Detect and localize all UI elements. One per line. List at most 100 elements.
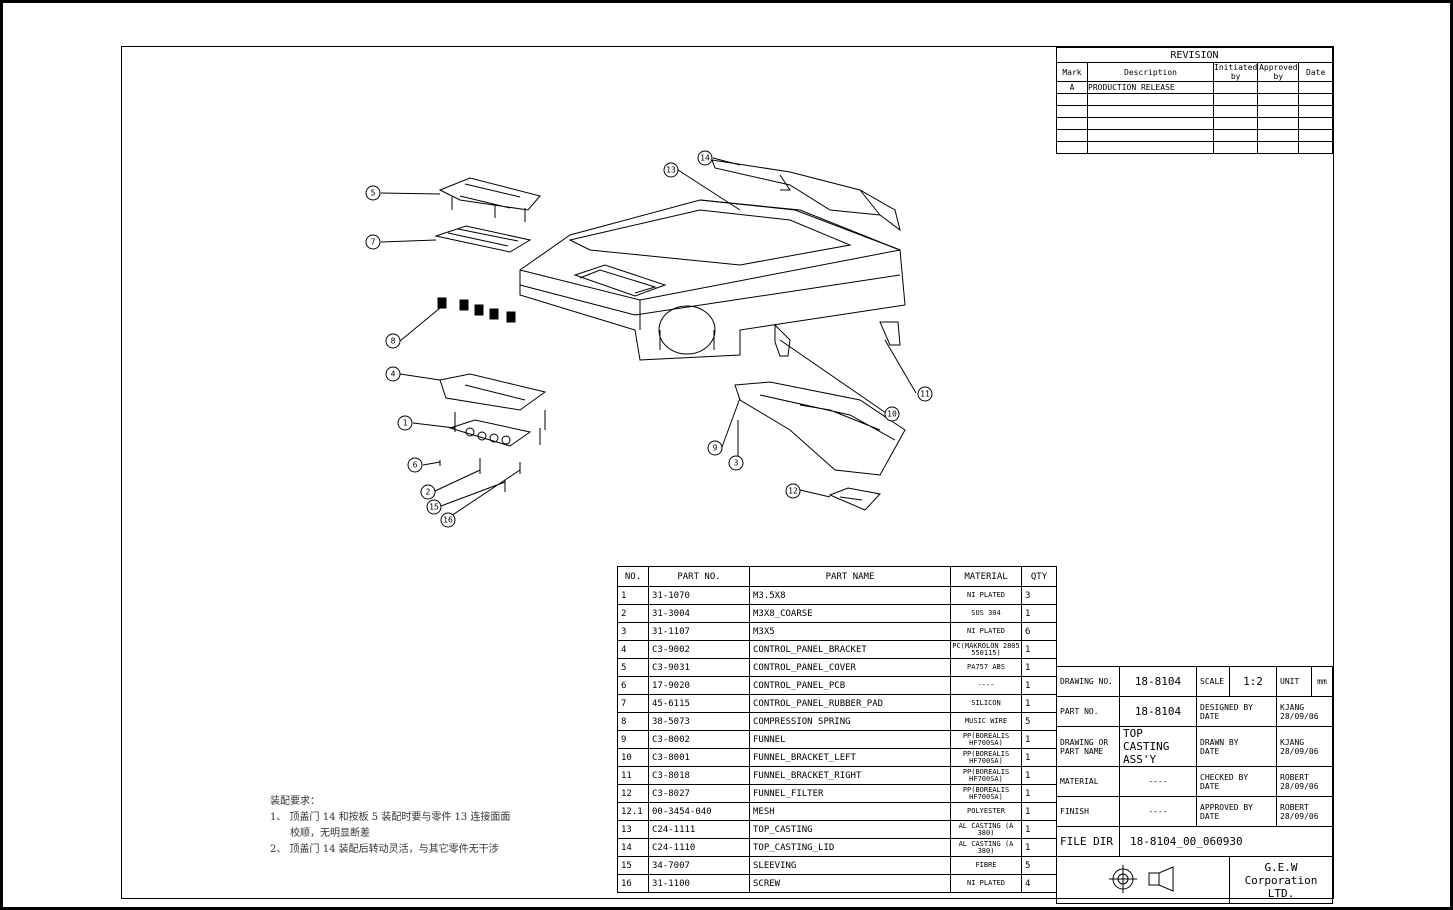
parts-header-no: NO. [617,566,649,587]
parts-name: CONTROL_PANEL_BRACKET [749,640,951,659]
note-2: 2、 顶盖门 14 装配后转动灵活，与其它零件无干涉 [270,844,499,855]
item-balloon: 8 [385,333,401,349]
funnel-filter [828,487,881,511]
item-balloon: 1 [397,415,413,431]
tb-approved-date-label: DATE [1200,811,1220,821]
parts-name: FUNNEL [749,730,951,749]
parts-material: SILICON [950,694,1022,713]
parts-material: PP(BOREALIS HF700SA) [950,730,1022,749]
parts-qty: 1 [1021,802,1057,821]
parts-qty: 1 [1021,838,1057,857]
parts-material: PP(BOREALIS HF700SA) [950,766,1022,785]
tb-drawn-by: KJANG [1280,737,1305,747]
drawing-inner-border [121,46,1334,899]
revision-initiated [1212,141,1259,154]
parts-part-no: 00-3454-040 [648,802,750,821]
revision-table: REVISION Mark Description Initiated by A… [1056,47,1333,154]
parts-name: TOP_CASTING [749,820,951,839]
parts-qty: 6 [1021,622,1057,641]
tb-company: G.E.W Corporation LTD. [1229,856,1333,904]
tb-checked-date-label: DATE [1200,781,1220,791]
parts-qty: 5 [1021,856,1057,875]
revision-initiated [1212,117,1259,130]
item-balloon-label: 2 [426,488,431,497]
tb-part-no: 18-8104 [1119,696,1197,727]
funnel-bracket-right [879,321,901,346]
top-casting [519,199,906,361]
notes-heading: 装配要求： [270,796,320,807]
parts-material: PA757 ABS [950,658,1022,677]
rev-header-date: Date [1298,62,1333,82]
item-balloon: 9 [707,440,723,456]
item-balloon: 14 [697,150,713,166]
parts-material: ---- [950,676,1022,695]
compression-springs [437,297,516,323]
parts-name: MESH [749,802,951,821]
parts-part-no: C3-9002 [648,640,750,659]
item-balloon: 10 [884,406,900,422]
item-balloon: 15 [426,499,442,515]
parts-name: CONTROL_PANEL_RUBBER_PAD [749,694,951,713]
parts-name: COMPRESSION SPRING [749,712,951,731]
tb-part-name: TOP CASTING ASS'Y [1119,726,1197,767]
parts-name: SCREW [749,874,951,893]
tb-drawing-no-label: DRAWING NO. [1056,666,1120,697]
parts-no: 16 [617,874,649,893]
control-panel-cover [438,177,541,211]
tb-material: ---- [1119,766,1197,797]
tb-finish-label: FINISH [1056,796,1120,827]
tb-material-label: MATERIAL [1056,766,1120,797]
item-balloon: 12 [785,483,801,499]
revision-row [1056,117,1333,130]
parts-name: TOP_CASTING_LID [749,838,951,857]
revision-initiated [1212,93,1259,106]
tb-checked-by-label: CHECKED BY [1200,772,1249,782]
parts-qty: 1 [1021,658,1057,677]
parts-no: 4 [617,640,649,659]
item-balloon-label: 9 [713,444,718,453]
tb-scale-label: SCALE [1196,666,1230,697]
tb-part-name-label: DRAWING OR PART NAME [1056,726,1120,767]
parts-no: 3 [617,622,649,641]
tb-approved-by: ROBERT [1280,802,1309,812]
parts-part-no: 31-1107 [648,622,750,641]
revision-approved [1257,105,1300,118]
tb-approved-date: 28/09/06 [1280,811,1319,821]
revision-row [1056,105,1333,118]
parts-no: 6 [617,676,649,695]
parts-part-no: C3-9031 [648,658,750,677]
note-1-cont: 校顺，无明显断差 [290,828,370,839]
tb-designed-by-label: DESIGNED BY [1200,702,1253,712]
revision-date [1298,129,1333,142]
item-balloon: 13 [663,162,679,178]
revision-row [1056,141,1333,154]
parts-qty: 5 [1021,712,1057,731]
parts-no: 12.1 [617,802,649,821]
revision-approved [1257,141,1300,154]
item-balloon-label: 5 [371,189,376,198]
revision-initiated [1212,129,1259,142]
tb-drawn-by-label: DRAWN BY [1200,737,1239,747]
parts-no: 11 [617,766,649,785]
tb-unit-label: UNIT [1276,666,1312,697]
item-balloon-label: 3 [734,459,739,468]
rev-header-approved: Approved by [1257,62,1300,82]
parts-material: NI PLATED [950,874,1022,893]
parts-no: 2 [617,604,649,623]
parts-header-material: MATERIAL [950,566,1022,587]
tb-finish: ---- [1119,796,1197,827]
parts-part-no: C3-8027 [648,784,750,803]
funnel [734,381,906,476]
revision-date [1298,141,1333,154]
parts-no: 7 [617,694,649,713]
parts-no: 10 [617,748,649,767]
